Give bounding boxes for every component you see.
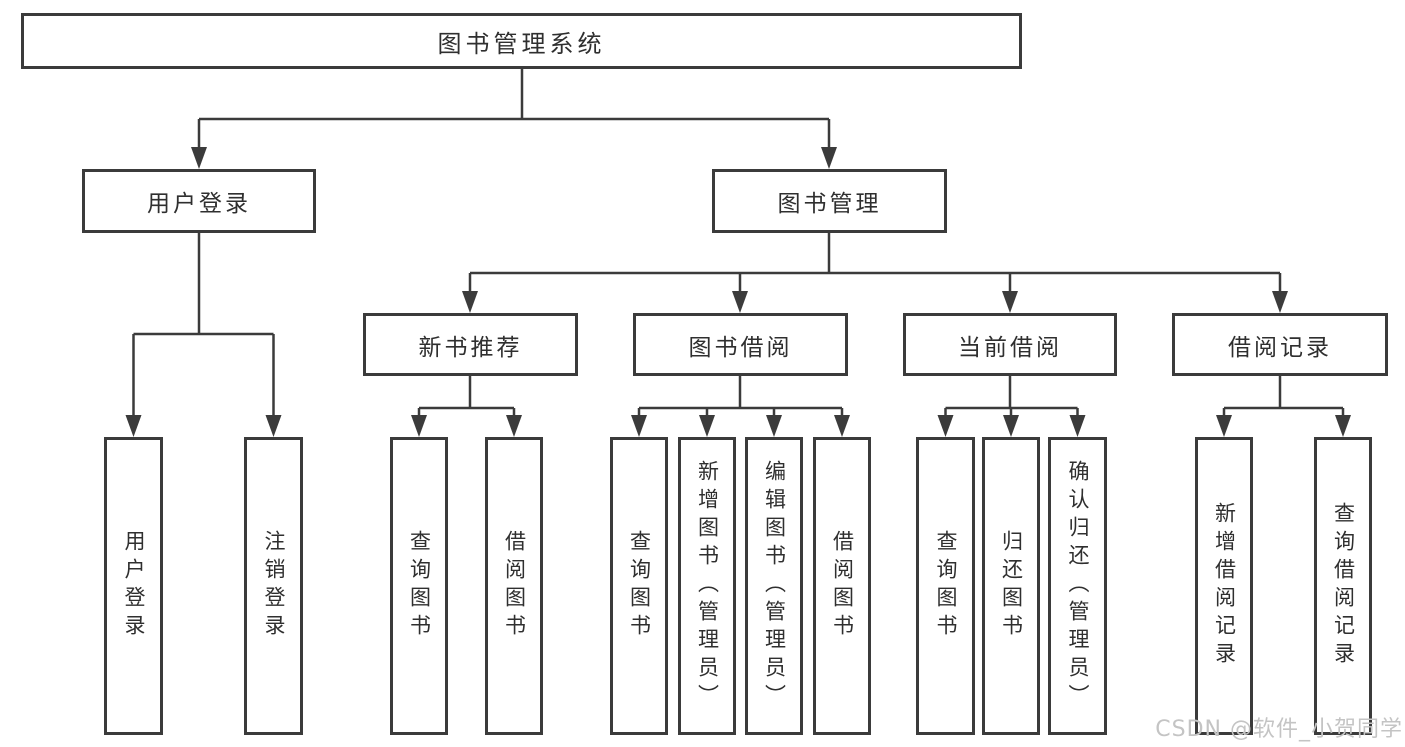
node-root-library-management-system: 图书管理系统 xyxy=(21,13,1022,69)
leaf-query-borrow-record: 查询借阅记录 xyxy=(1314,437,1372,735)
node-new-book-recommendation: 新书推荐 xyxy=(363,313,578,376)
csdn-watermark: CSDN @软件_小贺同学 xyxy=(1155,717,1403,742)
leaf-borrow-books: 借阅图书 xyxy=(813,437,871,735)
leaf-query-books-recommend: 查询图书 xyxy=(390,437,448,735)
leaf-borrow-books-recommend: 借阅图书 xyxy=(485,437,543,735)
leaf-user-login: 用户登录 xyxy=(104,437,163,735)
node-user-login: 用户登录 xyxy=(82,169,316,233)
leaf-query-books-current: 查询图书 xyxy=(916,437,975,735)
leaf-edit-books-admin: 编辑图书（管理员） xyxy=(745,437,803,735)
leaf-return-books: 归还图书 xyxy=(982,437,1040,735)
leaf-add-books-admin: 新增图书（管理员） xyxy=(678,437,736,735)
leaf-confirm-return-admin: 确认归还（管理员） xyxy=(1048,437,1107,735)
leaf-logout: 注销登录 xyxy=(244,437,303,735)
node-book-borrowing: 图书借阅 xyxy=(633,313,848,376)
leaf-query-books-borrow: 查询图书 xyxy=(610,437,668,735)
leaf-add-borrow-record: 新增借阅记录 xyxy=(1195,437,1253,735)
node-current-borrowing: 当前借阅 xyxy=(903,313,1117,376)
node-borrowing-records: 借阅记录 xyxy=(1172,313,1388,376)
node-book-management: 图书管理 xyxy=(712,169,947,233)
